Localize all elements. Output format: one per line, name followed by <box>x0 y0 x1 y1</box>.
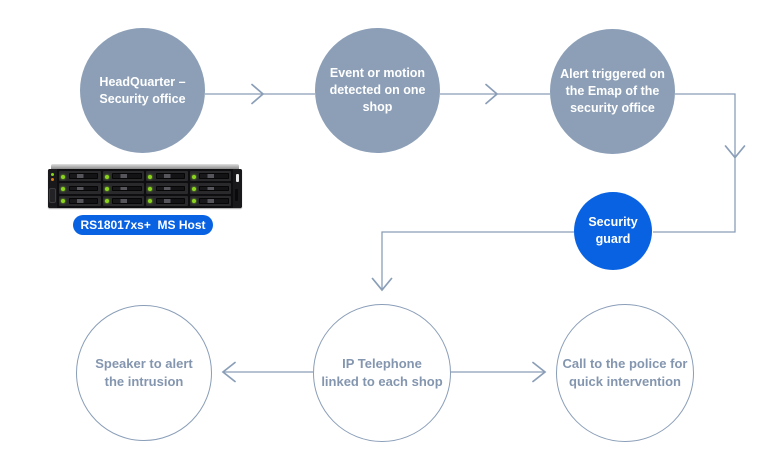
node-emap-alert-triggered: Alert triggered on the Emap of the secur… <box>550 29 675 154</box>
nas-left-ear <box>48 169 57 208</box>
device-label-badge: RS18017xs+ MS Host <box>73 215 213 235</box>
arrowhead-right-icon <box>251 83 265 105</box>
connector-guard-to-telephone <box>381 231 574 289</box>
arrowhead-down-icon <box>371 277 393 292</box>
node-call-police: Call to the police for quick interventio… <box>556 304 694 442</box>
nas-right-ear <box>233 169 242 208</box>
drive-bay <box>59 195 101 206</box>
drive-bay <box>59 183 101 194</box>
drive-bay <box>146 183 188 194</box>
node-ip-telephone: IP Telephone linked to each shop <box>313 304 451 442</box>
drive-bay <box>59 171 101 182</box>
arrowhead-down-icon <box>724 145 746 159</box>
nas-front-panel <box>48 169 242 208</box>
drive-bay <box>146 171 188 182</box>
drive-bay <box>102 171 144 182</box>
nas-drive-bays <box>57 169 233 208</box>
drive-bay <box>189 183 231 194</box>
nas-top-face <box>51 164 239 169</box>
arrowhead-right-icon <box>485 83 499 105</box>
arrowhead-left-icon <box>221 361 236 383</box>
drive-bay <box>102 195 144 206</box>
node-event-motion-detected: Event or motion detected on one shop <box>315 28 440 153</box>
drive-bay <box>146 195 188 206</box>
node-headquarter-security-office: HeadQuarter – Security office <box>80 28 205 153</box>
drive-bay <box>189 195 231 206</box>
drive-bay <box>189 171 231 182</box>
nas-server-illustration <box>48 164 242 208</box>
node-speaker-alert-intrusion: Speaker to alert the intrusion <box>76 305 212 441</box>
drive-bay <box>102 183 144 194</box>
arrowhead-right-icon <box>532 361 547 383</box>
node-security-guard: Security guard <box>574 192 652 270</box>
